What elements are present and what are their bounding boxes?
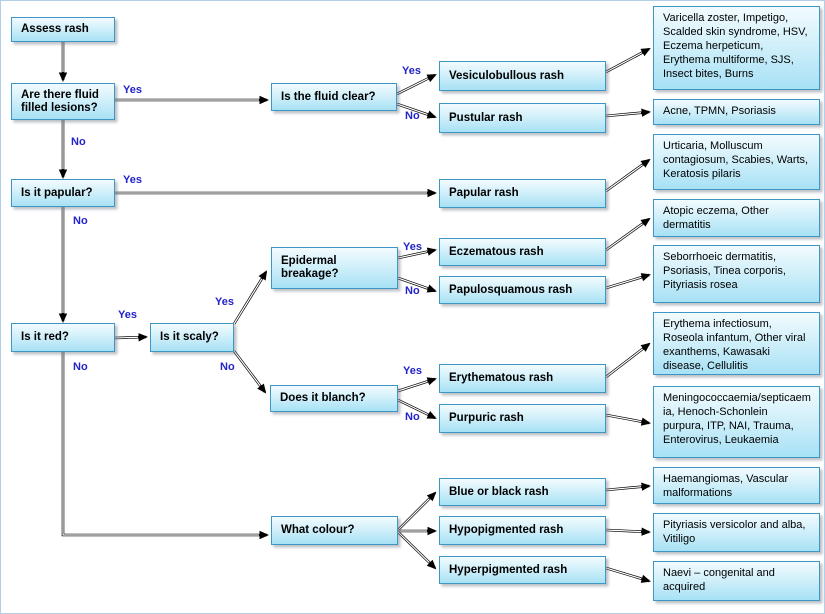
node-rash-hyperpigmented: Hyperpigmented rash bbox=[439, 556, 606, 584]
node-rash-purpuric: Purpuric rash bbox=[439, 404, 606, 433]
branch-label-no-papular: No bbox=[73, 215, 88, 227]
node-question-red: Is it red? bbox=[11, 323, 115, 352]
node-question-fluid-lesions: Are there fluid filled lesions? bbox=[11, 83, 115, 120]
node-label: Are there fluid filled lesions? bbox=[21, 88, 99, 114]
node-label: Pustular rash bbox=[449, 111, 523, 124]
branch-label-yes-scaly: Yes bbox=[215, 296, 234, 308]
node-label: Papular rash bbox=[449, 187, 519, 199]
node-rash-vesiculobullous: Vesiculobullous rash bbox=[439, 61, 606, 91]
node-rash-pustular: Pustular rash bbox=[439, 103, 606, 133]
node-diagnosis-eczematous: Atopic eczema, Other dermatitis bbox=[653, 199, 820, 237]
node-rash-hypopigmented: Hypopigmented rash bbox=[439, 516, 606, 545]
node-question-blanch: Does it blanch? bbox=[270, 385, 398, 412]
node-diagnosis-blue-black: Haemangiomas, Vascular malformations bbox=[653, 467, 820, 504]
branch-label-no-epidermal: No bbox=[405, 285, 420, 297]
node-diagnosis-pustular: Acne, TPMN, Psoriasis bbox=[653, 99, 820, 125]
node-diagnosis-papulosquamous: Seborrhoeic dermatitis, Psoriasis, Tinea… bbox=[653, 245, 820, 303]
node-rash-papular: Papular rash bbox=[439, 179, 606, 208]
node-label: Eczematous rash bbox=[449, 245, 544, 258]
node-label: What colour? bbox=[281, 524, 355, 536]
node-diagnosis-vesiculobullous: Varicella zoster, Impetigo, Scalded skin… bbox=[653, 6, 820, 90]
node-label: Purpuric rash bbox=[449, 412, 524, 424]
branch-label-yes-fluid-lesions: Yes bbox=[123, 84, 142, 96]
node-label: Vesiculobullous rash bbox=[449, 69, 565, 82]
node-diagnosis-papular: Urticaria, Molluscum contagiosum, Scabie… bbox=[653, 134, 820, 190]
node-question-colour: What colour? bbox=[271, 516, 398, 545]
node-question-fluid-clear: Is the fluid clear? bbox=[271, 83, 397, 111]
node-label: Erythematous rash bbox=[449, 372, 554, 384]
branch-label-no-blanch: No bbox=[405, 411, 420, 423]
node-assess-rash: Assess rash bbox=[11, 17, 115, 42]
node-rash-erythematous: Erythematous rash bbox=[439, 364, 606, 393]
branch-label-yes-blanch: Yes bbox=[403, 365, 422, 377]
node-rash-papulosquamous: Papulosquamous rash bbox=[439, 276, 606, 304]
node-label: Does it blanch? bbox=[280, 392, 366, 404]
branch-label-yes-fluid-clear: Yes bbox=[402, 65, 421, 77]
node-label: Hypopigmented rash bbox=[449, 524, 564, 536]
node-question-epidermal-breakage: Epidermal breakage? bbox=[271, 247, 398, 289]
node-label: Assess rash bbox=[21, 23, 89, 35]
node-label: Epidermal breakage? bbox=[281, 255, 339, 280]
node-label: Is the fluid clear? bbox=[281, 90, 376, 103]
node-rash-eczematous: Eczematous rash bbox=[439, 238, 606, 266]
node-diagnosis-erythematous: Erythema infectiosum, Roseola infantum, … bbox=[653, 312, 820, 375]
node-label: Is it papular? bbox=[21, 186, 93, 199]
branch-label-no-scaly: No bbox=[220, 361, 235, 373]
node-question-scaly: Is it scaly? bbox=[150, 323, 234, 352]
branch-label-no-red: No bbox=[73, 361, 88, 373]
node-diagnosis-hypopigmented: Pityriasis versicolor and alba, Vitiligo bbox=[653, 513, 820, 552]
node-label: Hyperpigmented rash bbox=[449, 563, 568, 576]
node-question-papular: Is it papular? bbox=[11, 179, 115, 207]
branch-label-no-fluid-lesions: No bbox=[71, 136, 86, 148]
node-label: Is it red? bbox=[21, 331, 69, 343]
node-diagnosis-purpuric: Meningococcaemia/septicaemia, Henoch-Sch… bbox=[653, 386, 820, 458]
node-diagnosis-hyperpigmented: Naevi – congenital and acquired bbox=[653, 561, 820, 601]
node-rash-blue-black: Blue or black rash bbox=[439, 478, 606, 506]
branch-label-yes-papular: Yes bbox=[123, 174, 142, 186]
node-label: Papulosquamous rash bbox=[449, 283, 573, 296]
branch-label-yes-red: Yes bbox=[118, 309, 137, 321]
node-label: Is it scaly? bbox=[160, 331, 219, 343]
node-label: Blue or black rash bbox=[449, 485, 549, 498]
branch-label-no-fluid-clear: No bbox=[405, 110, 420, 122]
branch-label-yes-epidermal: Yes bbox=[403, 241, 422, 253]
